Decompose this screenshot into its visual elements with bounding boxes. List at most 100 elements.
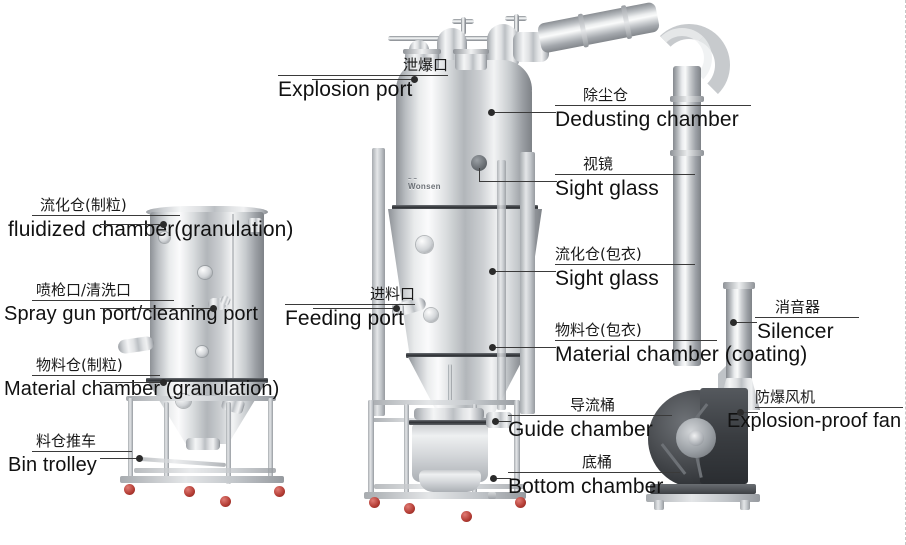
trolley-caster-2 — [184, 486, 195, 497]
callout-material-coating-rule — [555, 339, 717, 341]
leader-sight-glass-upper — [479, 181, 557, 182]
leader-silencer — [735, 322, 757, 323]
callout-silencer-cn: 消音器 — [775, 298, 821, 316]
callout-fluidized-coating: 流化仓(包衣) Sight glass — [555, 246, 695, 290]
dot-bin-trolley — [136, 455, 143, 462]
trolley-caster-3 — [220, 496, 231, 507]
fan-base-plate — [650, 484, 756, 494]
riser-duct-flange-1 — [670, 96, 704, 102]
trolley-post-ml — [164, 402, 169, 482]
silencer-stack — [726, 286, 752, 382]
leader-guide-chamber — [497, 421, 511, 422]
trolley-base-rail-2 — [134, 468, 276, 473]
dot-dedusting-chamber — [488, 109, 495, 116]
trolley-post-l — [128, 398, 133, 480]
tower-caster-3 — [461, 511, 472, 522]
dot-explosion-port — [411, 76, 418, 83]
bottom-chamber-bowl — [419, 470, 481, 492]
callout-dedusting-chamber: 除尘仓 Dedusting chamber — [555, 86, 751, 131]
callout-spray-gun-port-rule — [32, 299, 174, 301]
guide-chamber-band — [409, 420, 491, 425]
callout-sight-glass-upper-cn: 视镜 — [583, 155, 614, 173]
callout-dedusting-chamber-en: Dedusting chamber — [555, 107, 739, 131]
callout-bin-trolley-cn: 料仓推车 — [36, 432, 97, 450]
dot-guide-chamber — [492, 418, 499, 425]
bottom-clamp-assembly — [414, 408, 484, 420]
logo-text: Wonsen — [408, 182, 441, 191]
fan-base-frame — [646, 494, 760, 502]
duct-diagonal — [536, 1, 661, 57]
vessel-band-lower — [406, 353, 524, 358]
tower-caster-1 — [369, 497, 380, 508]
callout-explosion-port-en: Explosion port — [278, 77, 413, 101]
cone-porthole-upper — [416, 236, 433, 253]
trolley-post-mr — [226, 402, 231, 484]
tower-foot-1 — [488, 492, 496, 499]
callout-feeding-port-rule — [285, 303, 415, 305]
trolley-base-rail — [120, 476, 284, 483]
dot-explosion-proof-fan — [737, 409, 744, 416]
callout-fluidized-coating-rule — [555, 263, 695, 265]
fan-hub-center — [688, 430, 704, 446]
cone-porthole-lower — [424, 308, 438, 322]
callout-silencer-rule — [755, 316, 859, 318]
callout-explosion-proof-fan-en: Explosion-proof fan — [727, 409, 902, 432]
callout-bottom-chamber: 底桶 Bottom chamber — [508, 454, 680, 498]
callout-bin-trolley-rule — [32, 450, 132, 452]
callout-material-coating: 物料仓(包衣) Material chamber (coating) — [555, 322, 808, 366]
callout-explosion-proof-fan-cn: 防爆风机 — [755, 388, 816, 406]
callout-material-granulation-rule — [32, 374, 160, 376]
bin-seam — [232, 214, 234, 378]
leader-fluidized-granulation — [100, 224, 164, 225]
leader-fluidized-coating — [494, 271, 556, 272]
base-frame-post-r — [514, 400, 520, 496]
dot-spray-gun-port — [210, 305, 217, 312]
bin-fitting-mid — [198, 266, 212, 279]
callout-material-granulation-cn: 物料仓(制粒) — [36, 356, 123, 374]
leader-material-granulation — [100, 382, 164, 383]
cone-level-rod — [448, 364, 452, 404]
callout-feeding-port: 进料口 Feeding port — [285, 286, 415, 330]
leader-material-coating — [494, 347, 556, 348]
tower-column-right — [520, 152, 535, 414]
callout-fluidized-granulation-cn: 流化仓(制粒) — [40, 196, 127, 214]
trolley-post-r — [268, 398, 273, 478]
base-frame-top-rail — [368, 400, 520, 405]
tower-caster-4 — [515, 497, 526, 508]
callout-bottom-chamber-en: Bottom chamber — [508, 474, 664, 498]
callout-sight-glass-upper-en: Sight glass — [555, 176, 659, 200]
riser-duct-flange-2 — [670, 150, 704, 156]
callout-explosion-port: 泄爆口 Explosion port — [278, 56, 448, 101]
bin-fitting-top — [159, 232, 170, 243]
fluidized-chamber-cone — [388, 209, 542, 355]
leader-bin-trolley — [100, 458, 140, 459]
callout-sight-glass-upper: 视镜 Sight glass — [555, 155, 695, 200]
callout-fluidized-coating-en: Sight glass — [555, 266, 659, 290]
callout-material-granulation: 物料仓(制粒) Material chamber (granulation) — [4, 356, 298, 400]
callout-explosion-proof-fan-rule — [755, 406, 903, 408]
trolley-cross-brace — [139, 457, 227, 467]
explosion-port-collar-2 — [453, 49, 489, 70]
trolley-caster-1 — [124, 484, 135, 495]
callout-dedusting-chamber-rule — [555, 104, 751, 106]
dot-bottom-chamber — [490, 475, 497, 482]
leader-sight-glass-upper-v — [479, 168, 480, 182]
callout-dedusting-chamber-cn: 除尘仓 — [583, 86, 629, 104]
tower-column-right-2 — [497, 160, 506, 410]
callout-explosion-port-cn: 泄爆口 — [402, 56, 448, 74]
sight-glass-upper-port — [471, 155, 487, 171]
bin-discharge — [186, 438, 220, 450]
dot-material-granulation — [160, 379, 167, 386]
callout-material-coating-en: Material chamber (coating) — [555, 342, 808, 366]
base-frame-post-ml — [404, 404, 409, 496]
valve-handwheel-left — [452, 17, 474, 35]
callout-spray-gun-port: 喷枪口/清洗口 Spray gun port/cleaning port — [4, 282, 270, 325]
callout-fluidized-granulation-rule — [32, 214, 180, 216]
callout-fluidized-granulation-en: fluidized chamber(granulation) — [8, 217, 294, 241]
dot-fluidized-granulation — [160, 221, 167, 228]
callout-bin-trolley-en: Bin trolley — [8, 453, 97, 476]
base-frame-bottom-rail — [364, 492, 526, 499]
dot-fluidized-coating — [489, 268, 496, 275]
bin-side-bracket — [248, 218, 262, 232]
